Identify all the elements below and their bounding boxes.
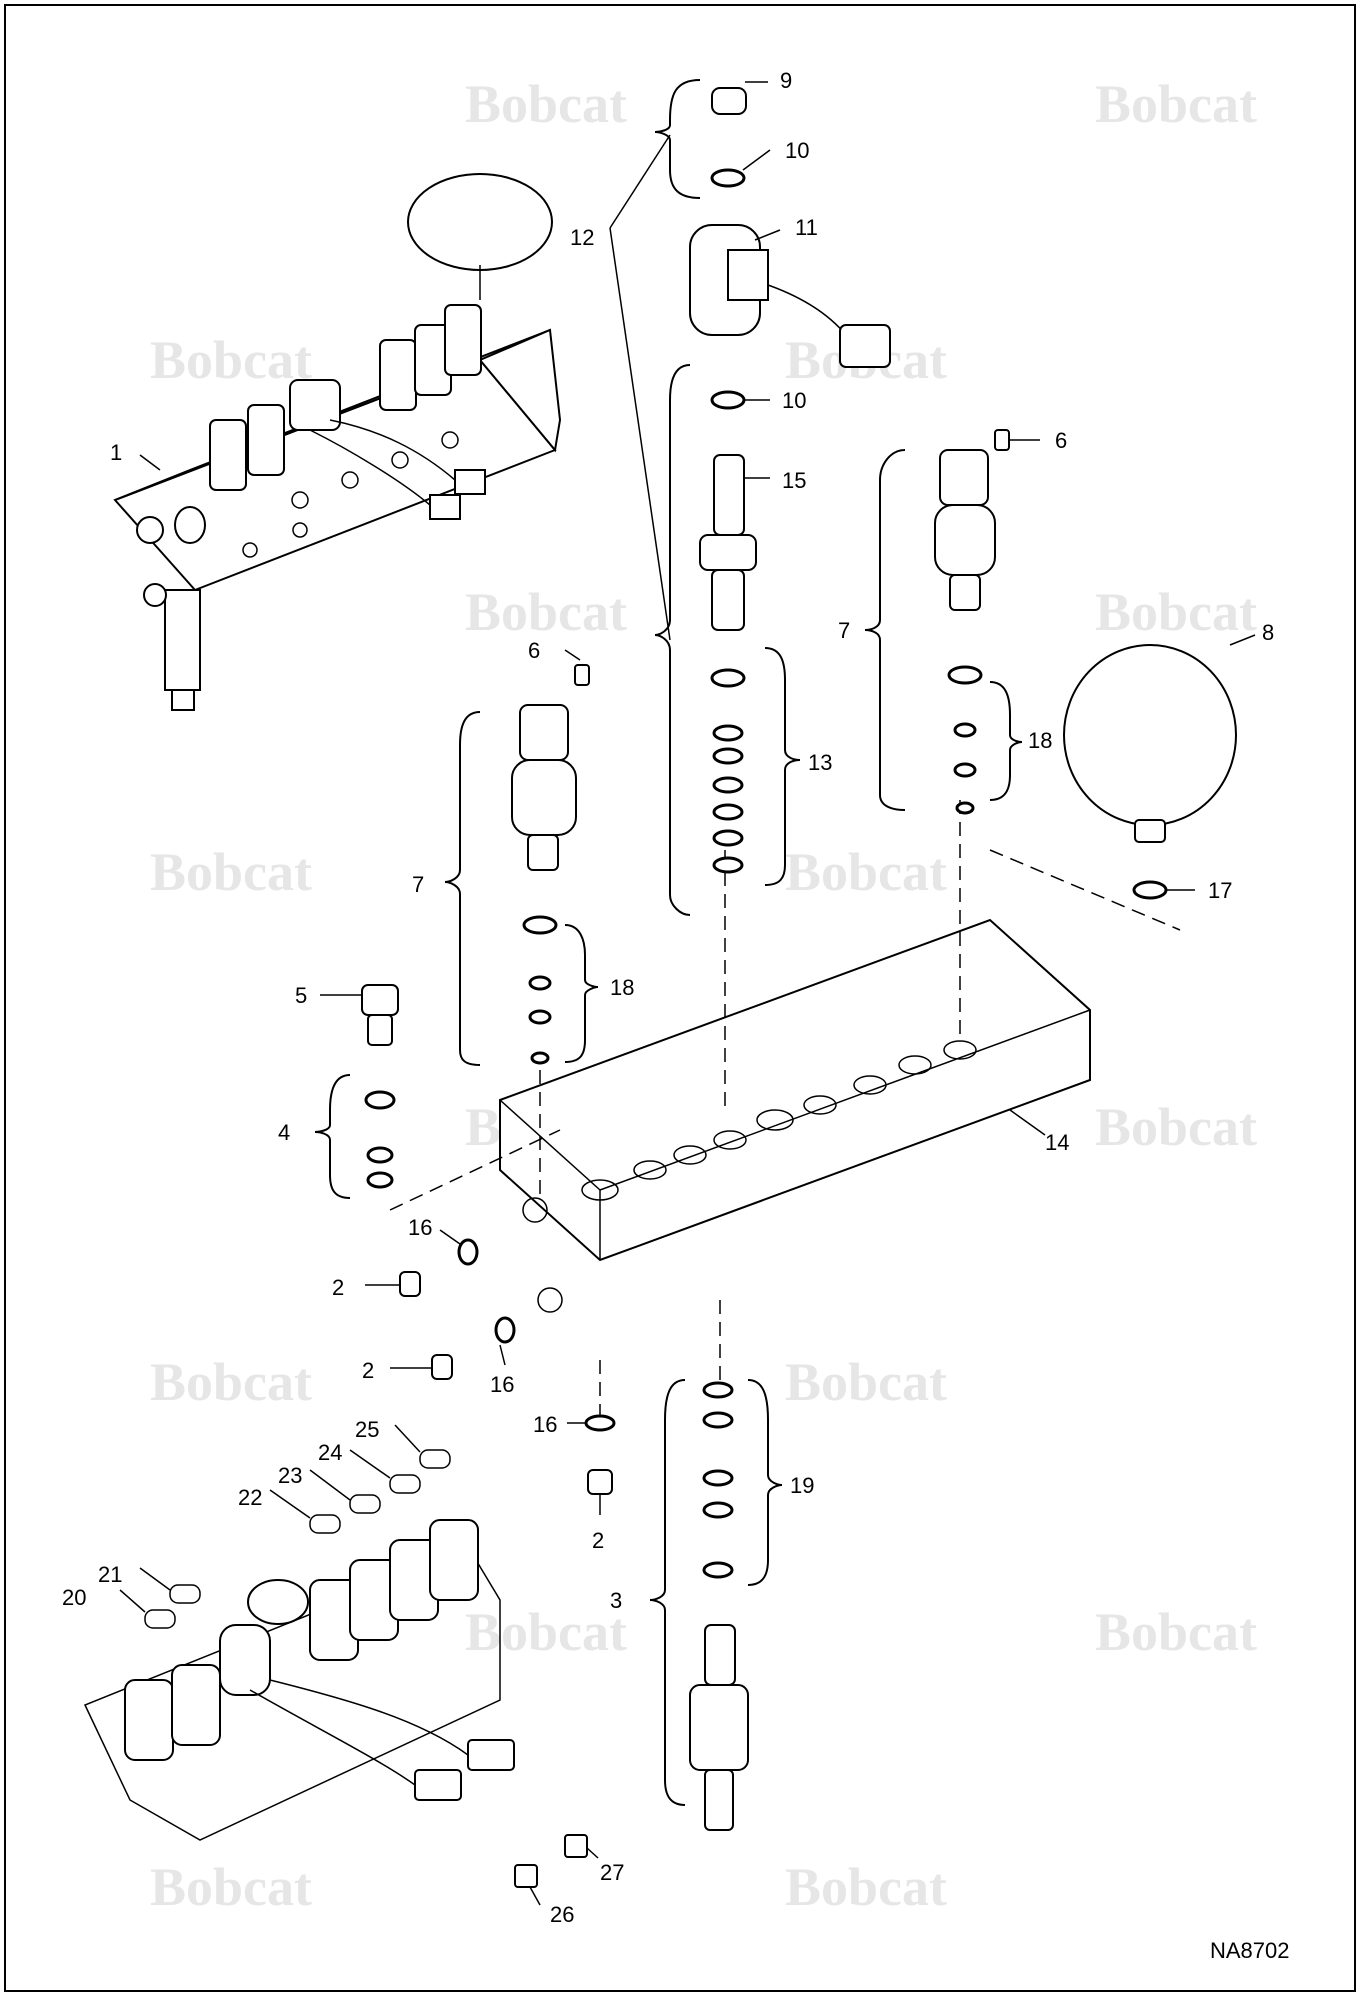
callout-25: 25 xyxy=(355,1417,379,1442)
callout-8: 8 xyxy=(1262,620,1274,645)
callout-5: 5 xyxy=(295,983,307,1008)
callout-12: 12 xyxy=(570,225,594,250)
callout-16: 16 xyxy=(490,1372,514,1397)
lower-stack xyxy=(689,1381,749,1831)
callout-10: 10 xyxy=(785,138,809,163)
callout-11: 11 xyxy=(795,215,818,240)
callout-23: 23 xyxy=(278,1463,302,1488)
callout-2: 2 xyxy=(362,1358,374,1383)
callout-21: 21 xyxy=(98,1562,122,1587)
callout-27: 27 xyxy=(600,1860,624,1885)
callout-18: 18 xyxy=(610,975,634,1000)
brand-watermark: Bobcat xyxy=(785,1352,947,1412)
callout-1: 1 xyxy=(110,440,122,465)
callout-6: 6 xyxy=(1055,428,1067,453)
brand-watermark: Bobcat xyxy=(1095,74,1257,134)
callout-2: 2 xyxy=(332,1275,344,1300)
callout-3: 3 xyxy=(610,1588,622,1613)
brand-watermark: Bobcat xyxy=(465,1602,627,1662)
callout-2: 2 xyxy=(592,1528,604,1553)
assembly-lines xyxy=(389,800,1181,1430)
left-solenoid-group xyxy=(361,664,590,1189)
callout-7: 7 xyxy=(838,618,850,643)
brand-watermark: Bobcat xyxy=(150,842,312,902)
callout-14: 14 xyxy=(1045,1130,1069,1155)
brand-watermark: Bobcat xyxy=(1095,1097,1257,1157)
figure-code: NA8702 xyxy=(1210,1938,1290,1963)
brand-watermark: Bobcat xyxy=(785,1857,947,1917)
right-solenoid-group xyxy=(934,429,1237,900)
watermark-group: Bobcat Bobcat Bobcat Bobcat Bobcat Bobca… xyxy=(150,74,1257,1917)
brand-watermark: Bobcat xyxy=(785,842,947,902)
callout-6: 6 xyxy=(528,638,540,663)
brand-watermark: Bobcat xyxy=(1095,1602,1257,1662)
brand-watermark: Bobcat xyxy=(1095,582,1257,642)
callout-20: 20 xyxy=(62,1585,86,1610)
callout-18: 18 xyxy=(1028,728,1052,753)
callout-24: 24 xyxy=(318,1440,342,1465)
callout-17: 17 xyxy=(1208,878,1232,903)
callout-22: 22 xyxy=(238,1485,262,1510)
plug-group xyxy=(399,1238,616,1495)
brand-watermark: Bobcat xyxy=(150,1352,312,1412)
diagram-border xyxy=(4,4,1356,1992)
assembled-valve-block xyxy=(113,173,562,711)
brand-watermark: Bobcat xyxy=(465,74,627,134)
main-manifold xyxy=(499,918,1091,1313)
callout-4: 4 xyxy=(278,1120,290,1145)
callout-10: 10 xyxy=(782,388,806,413)
callout-15: 15 xyxy=(782,468,806,493)
callout-13: 13 xyxy=(808,750,832,775)
callout-16: 16 xyxy=(408,1215,432,1240)
lower-solenoid-assembly xyxy=(83,1449,588,1888)
callout-labels: 1 2 2 2 3 4 5 6 6 7 7 8 9 10 10 11 12 13… xyxy=(62,68,1274,1927)
callout-9: 9 xyxy=(780,68,792,93)
callout-26: 26 xyxy=(550,1902,574,1927)
brand-watermark: Bobcat xyxy=(465,582,627,642)
brand-watermark: Bobcat xyxy=(150,330,312,390)
callout-7: 7 xyxy=(412,872,424,897)
grouping-braces xyxy=(314,79,1023,1806)
callout-16: 16 xyxy=(533,1412,557,1437)
callout-19: 19 xyxy=(790,1473,814,1498)
brand-watermark: Bobcat xyxy=(150,1857,312,1917)
center-stack xyxy=(689,87,891,874)
leader-lines xyxy=(119,81,1256,1906)
